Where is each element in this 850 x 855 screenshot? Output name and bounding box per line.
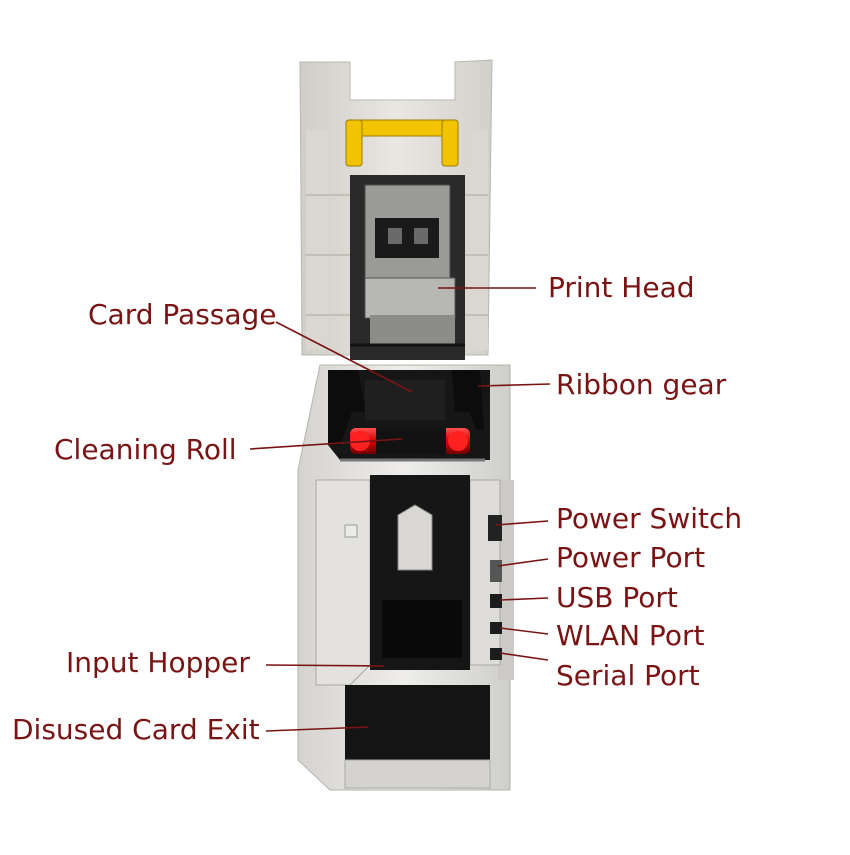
leader-power-switch [495,520,549,526]
label-power-port: Power Port [556,541,706,574]
label-usb-port: USB Port [556,581,678,614]
cleaning-roll [340,428,485,462]
leader-usb-port [499,597,549,601]
print-head-assembly [350,175,465,360]
label-card-passage: Card Passage [88,298,277,331]
latch [345,119,459,167]
label-ribbon-gear: Ribbon gear [556,368,727,401]
leader-power-port [497,558,549,567]
leader-card-passage [275,321,413,393]
label-cleaning-roll: Cleaning Roll [54,433,237,466]
label-disused-card-exit: Disused Card Exit [12,713,260,746]
leader-disused-card-exit [265,726,369,732]
leader-ribbon-gear [477,383,551,387]
label-print-head: Print Head [548,271,695,304]
label-power-switch: Power Switch [556,502,743,535]
input-hopper [315,475,501,686]
label-serial-port: Serial Port [556,659,700,692]
leader-wlan-port [499,627,549,635]
label-wlan-port: WLAN Port [556,619,705,652]
label-input-hopper: Input Hopper [66,646,250,679]
leader-cleaning-roll [249,438,403,450]
leader-input-hopper [265,664,385,667]
leader-serial-port [499,652,549,661]
leader-lines [249,287,551,732]
card-exit-tray [344,685,491,789]
